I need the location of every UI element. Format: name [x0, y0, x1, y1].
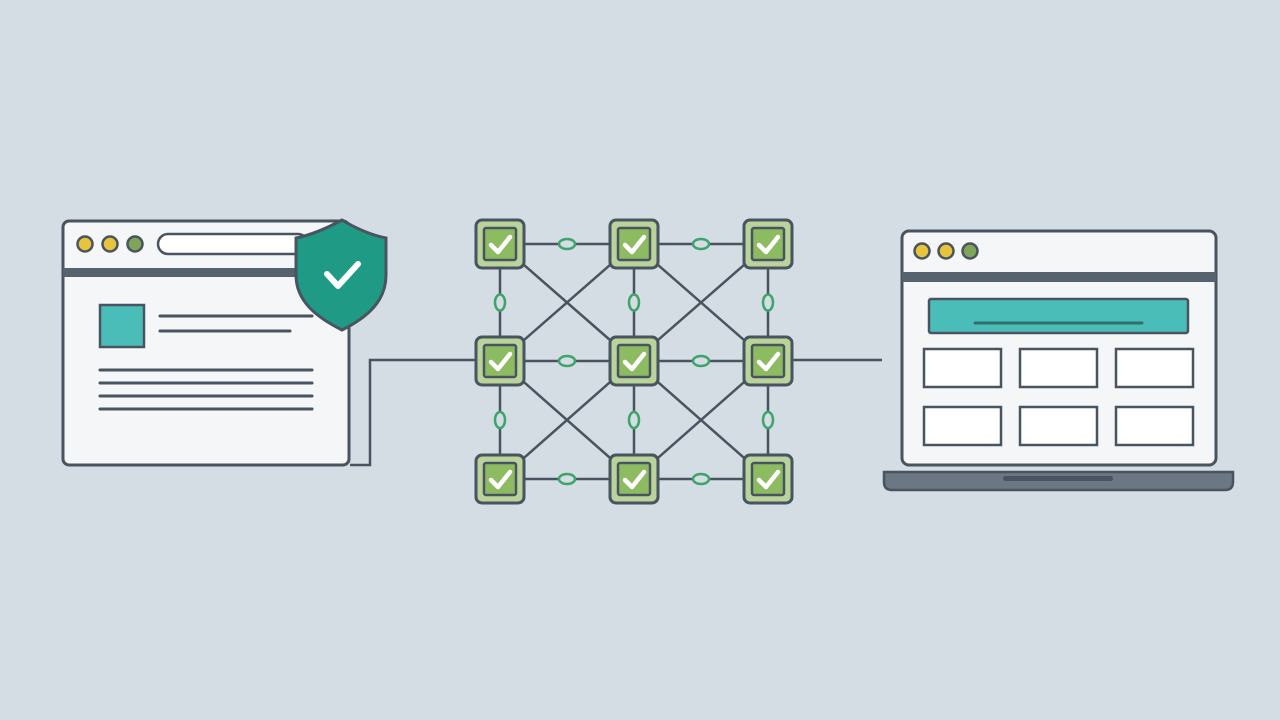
- laptop-trackpad-notch: [1003, 476, 1113, 481]
- network-node-inner: [750, 461, 786, 497]
- network-nodes: [474, 218, 794, 505]
- network-node-inner: [482, 461, 518, 497]
- address-bar: [156, 232, 310, 256]
- laptop-tile: [1018, 347, 1099, 389]
- link-icon: [691, 237, 711, 251]
- laptop: [882, 229, 1235, 492]
- network-node: [608, 453, 660, 505]
- checkmark-icon: [622, 351, 647, 372]
- link-icon: [627, 293, 641, 312]
- laptop-header-bar: [902, 272, 1216, 282]
- checkmark-icon: [622, 469, 647, 490]
- window-dot-yellow-icon: [101, 235, 119, 253]
- shield-shape: [294, 218, 388, 332]
- network-node-inner: [616, 226, 652, 262]
- link-icon: [493, 410, 507, 430]
- network-node: [608, 335, 660, 387]
- network-node: [474, 453, 526, 505]
- network-node-inner: [482, 343, 518, 379]
- network-node-inner: [750, 226, 786, 262]
- link-icon: [627, 410, 641, 430]
- laptop-banner: [927, 297, 1190, 335]
- network-node: [608, 218, 660, 270]
- laptop-tile: [1114, 405, 1195, 447]
- link-icon: [493, 293, 507, 312]
- browser-window-frame: [61, 219, 351, 467]
- network-node: [474, 335, 526, 387]
- link-icon: [691, 472, 711, 486]
- window-dot-yellow-icon: [937, 242, 955, 260]
- window-dot-yellow-icon: [76, 235, 94, 253]
- network-node-inner: [750, 343, 786, 379]
- text-lines: [98, 314, 314, 411]
- flow-line-left: [350, 358, 478, 467]
- image-placeholder-icon: [98, 303, 146, 349]
- checkmark-icon: [756, 351, 781, 372]
- laptop-tiles: [922, 347, 1195, 447]
- shield-check-icon: [294, 218, 388, 332]
- checkmark-icon: [756, 469, 781, 490]
- browser-header-bar: [63, 268, 349, 277]
- laptop-tile: [1114, 347, 1195, 389]
- network-node: [742, 335, 794, 387]
- browser-window-left: [61, 218, 388, 467]
- network-node: [474, 218, 526, 270]
- window-dot-green-icon: [961, 242, 979, 260]
- network-connectors: [493, 237, 775, 486]
- checkmark-icon: [622, 234, 647, 255]
- link-icon: [761, 410, 775, 430]
- checkmark-icon: [488, 469, 513, 490]
- checkmark-icon: [488, 234, 513, 255]
- network-node-inner: [616, 343, 652, 379]
- window-dot-yellow-icon: [913, 242, 931, 260]
- network-node: [742, 453, 794, 505]
- laptop-tile: [922, 405, 1003, 447]
- checkmark-icon: [756, 234, 781, 255]
- flow-lines: [350, 358, 882, 467]
- link-icon: [557, 472, 577, 486]
- network-node-inner: [482, 226, 518, 262]
- link-icon: [761, 293, 775, 312]
- network-node-inner: [616, 461, 652, 497]
- laptop-tile: [922, 347, 1003, 389]
- window-dot-green-icon: [126, 235, 144, 253]
- shield-checkmark: [324, 261, 361, 289]
- checkmark-icon: [488, 351, 513, 372]
- link-icon: [557, 354, 577, 368]
- link-icon: [691, 354, 711, 368]
- link-icon: [557, 237, 577, 251]
- laptop-tile: [1018, 405, 1099, 447]
- network-node: [742, 218, 794, 270]
